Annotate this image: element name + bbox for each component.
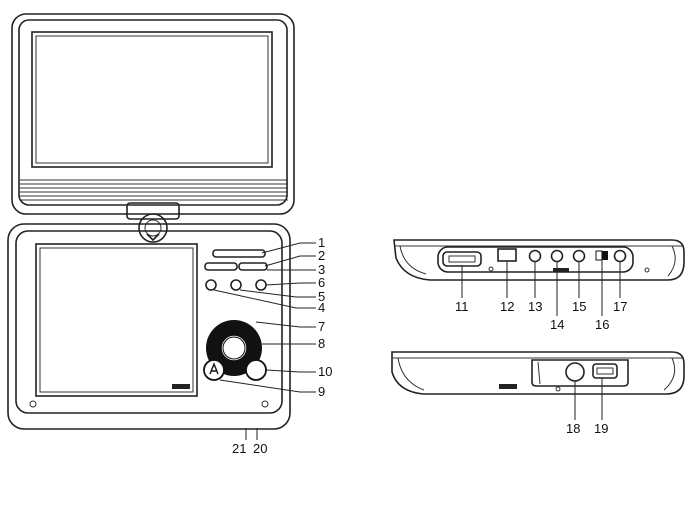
button-5[interactable] [230,279,242,291]
side-latch [553,268,569,272]
callout-10: 10 [318,364,332,379]
av-recess [531,359,629,387]
hinge [126,202,180,243]
front-leader-lines [213,242,316,440]
hinge-swivel [138,213,168,243]
callout-21: 21 [232,441,246,456]
a-mark-icon [209,362,219,375]
disc-lid [35,243,198,397]
base-outer [7,223,291,430]
usb-port[interactable] [497,248,517,262]
jack-13[interactable] [528,249,542,263]
callout-20: 20 [253,441,267,456]
base-unit [7,223,291,430]
callout-9: 9 [318,384,325,399]
callout-19: 19 [594,421,608,436]
callout-16: 16 [595,317,609,332]
callout-18: 18 [566,421,580,436]
callout-13: 13 [528,299,542,314]
jack-14[interactable] [550,249,564,263]
side-body-outline-2 [391,351,685,395]
speaker-grille [20,179,288,201]
display-screen [31,31,273,168]
callout-5: 5 [318,289,325,304]
side-bottom-leader-lines [574,378,603,420]
base-inner [15,230,283,414]
callout-4: 4 [318,300,325,315]
button-1[interactable] [212,249,266,258]
display-screen-inner [35,35,269,164]
callout-11: 11 [455,299,469,314]
screw-left [29,400,37,408]
callout-14: 14 [550,317,564,332]
lid-inner [18,19,288,206]
jack-15[interactable] [572,249,586,263]
button-4[interactable] [205,279,217,291]
round-port[interactable] [565,362,585,382]
side-top-leader-lines [461,260,621,316]
callout-1: 1 [318,235,325,250]
screen-lid [11,13,295,215]
side-body-outline [393,239,685,281]
callout-8: 8 [318,336,325,351]
disc-lid-logo [172,384,190,389]
side-view-ports [393,239,685,281]
callout-12: 12 [500,299,514,314]
button-9[interactable] [203,359,225,381]
button-6[interactable] [255,279,267,291]
dc-jack[interactable] [613,249,627,263]
screw-right [261,400,269,408]
bottom-latch [499,384,517,389]
side-view-av [391,351,685,395]
callout-3: 3 [318,262,325,277]
rect-port[interactable] [592,363,618,379]
callout-15: 15 [572,299,586,314]
callout-7: 7 [318,319,325,334]
button-3[interactable] [238,262,268,271]
button-2[interactable] [204,262,238,271]
callout-6: 6 [318,275,325,290]
callout-17: 17 [613,299,627,314]
button-10[interactable] [245,359,267,381]
enter-button[interactable] [220,334,248,362]
callout-2: 2 [318,248,325,263]
